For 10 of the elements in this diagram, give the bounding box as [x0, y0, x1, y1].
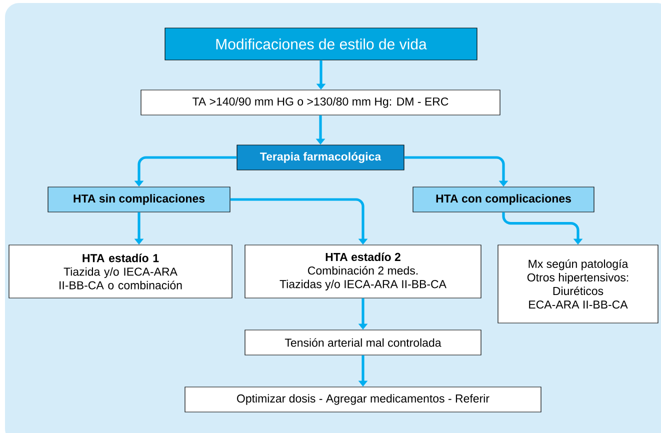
process-box: TA >140/90 mm HG o >130/80 mm Hg: DM - ERC: [140, 90, 500, 116]
category-box: HTA con complicaciones: [412, 186, 594, 212]
process-box: Tensión arterial mal controlada: [244, 330, 482, 356]
process-box: HTA estadío 2 Combinación 2 meds. Tiazidas y/o IECA-ARA II-BB-CA: [244, 244, 482, 298]
category-box: HTA sin complicaciones: [48, 186, 230, 212]
title-box: Modificaciones de estilo de vida: [164, 28, 478, 60]
process-box: Optimizar dosis - Agregar medicamentos - Referir: [184, 386, 542, 412]
process-box: Mx según patología Otros hipertensivos: Diuréticos ECA-ARA II-BB-CA: [498, 244, 658, 324]
process-box: HTA estadío 1 Tiazida y/o IECA-ARA II-BB-CA o combinación: [8, 244, 232, 298]
process-box: Terapia farmacológica: [236, 144, 404, 170]
